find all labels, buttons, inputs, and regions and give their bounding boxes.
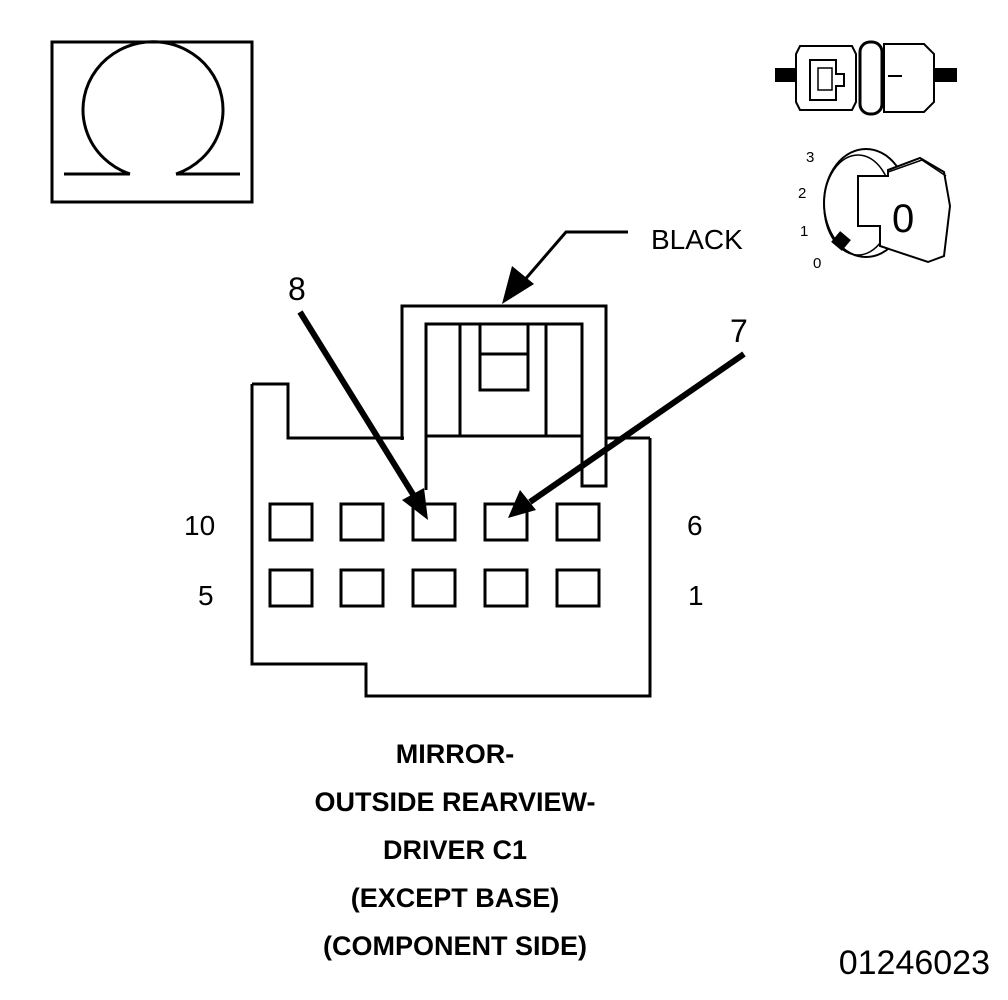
cavity-5 [268, 568, 314, 608]
connector-icon [775, 40, 957, 116]
caption-line-3: DRIVER C1 [382, 835, 528, 865]
color-callout: BLACK [502, 224, 743, 304]
row-label-6: 6 [687, 510, 703, 541]
ohmmeter-icon [50, 40, 254, 204]
caption-line-5: (COMPONENT SIDE) [322, 931, 587, 961]
row-label-5: 5 [198, 580, 214, 611]
key-position-1: 1 [800, 223, 808, 240]
cavity-3 [411, 568, 457, 608]
cavity-7-callout: 7 [508, 313, 748, 518]
row-label-10: 10 [184, 510, 215, 541]
cavity-4 [339, 568, 385, 608]
row-label-1: 1 [688, 580, 704, 611]
key-position-2: 2 [798, 185, 806, 202]
connector-body [250, 304, 652, 698]
caption-line-2: OUTSIDE REARVIEW- [314, 787, 596, 817]
cavity-8 [411, 502, 457, 542]
document-number: 01246023 [838, 944, 990, 982]
cavity-9 [339, 502, 385, 542]
cavity-6 [555, 502, 601, 542]
cavity-2 [483, 568, 529, 608]
callout-label-7: 7 [730, 313, 748, 349]
key-position-0: 0 [813, 255, 821, 272]
ignition-key-icon: 3 2 1 0 0 [798, 148, 952, 272]
cavity-grid [268, 502, 601, 608]
connector-caption: MIRROR- OUTSIDE REARVIEW- DRIVER C1 (EXC… [250, 730, 660, 970]
cavity-10 [268, 502, 314, 542]
cavity-7 [483, 502, 529, 542]
key-face-label: 0 [892, 197, 914, 241]
cavity-1 [555, 568, 601, 608]
cavity-8-callout: 8 [288, 271, 428, 520]
caption-line-1: MIRROR- [395, 739, 515, 769]
key-position-3: 3 [806, 149, 814, 166]
connector-color-label: BLACK [651, 224, 743, 255]
callout-label-8: 8 [288, 271, 306, 307]
caption-line-4: (EXCEPT BASE) [350, 883, 560, 913]
